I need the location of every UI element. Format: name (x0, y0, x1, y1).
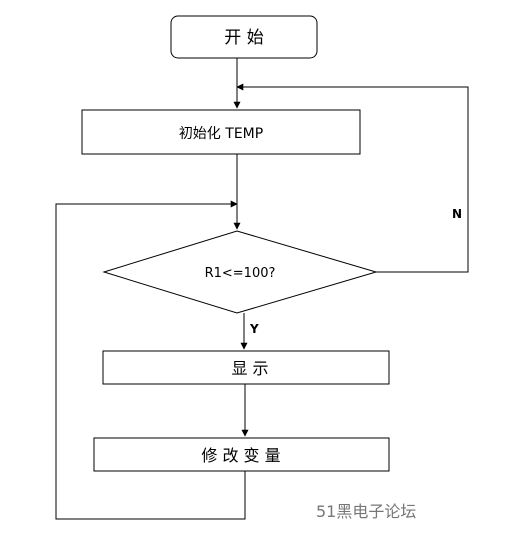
modify-label: 修 改 变 量 (201, 446, 280, 465)
start-label: 开 始 (224, 28, 263, 48)
init-process (81, 109, 361, 155)
display-process (102, 350, 390, 385)
yes-branch-label: Y (249, 322, 259, 336)
watermark-text: 51黑电子论坛 (316, 502, 416, 521)
display-label: 显 示 (231, 359, 268, 378)
start-terminal (170, 15, 318, 59)
arrow-modify-loop (55, 200, 246, 520)
arrow-no-loop (236, 83, 469, 273)
modify-process (93, 437, 390, 472)
init-label: 初始化 TEMP (179, 125, 263, 142)
no-branch-label: N (452, 207, 462, 221)
decision-label: R1<=100? (205, 266, 276, 281)
